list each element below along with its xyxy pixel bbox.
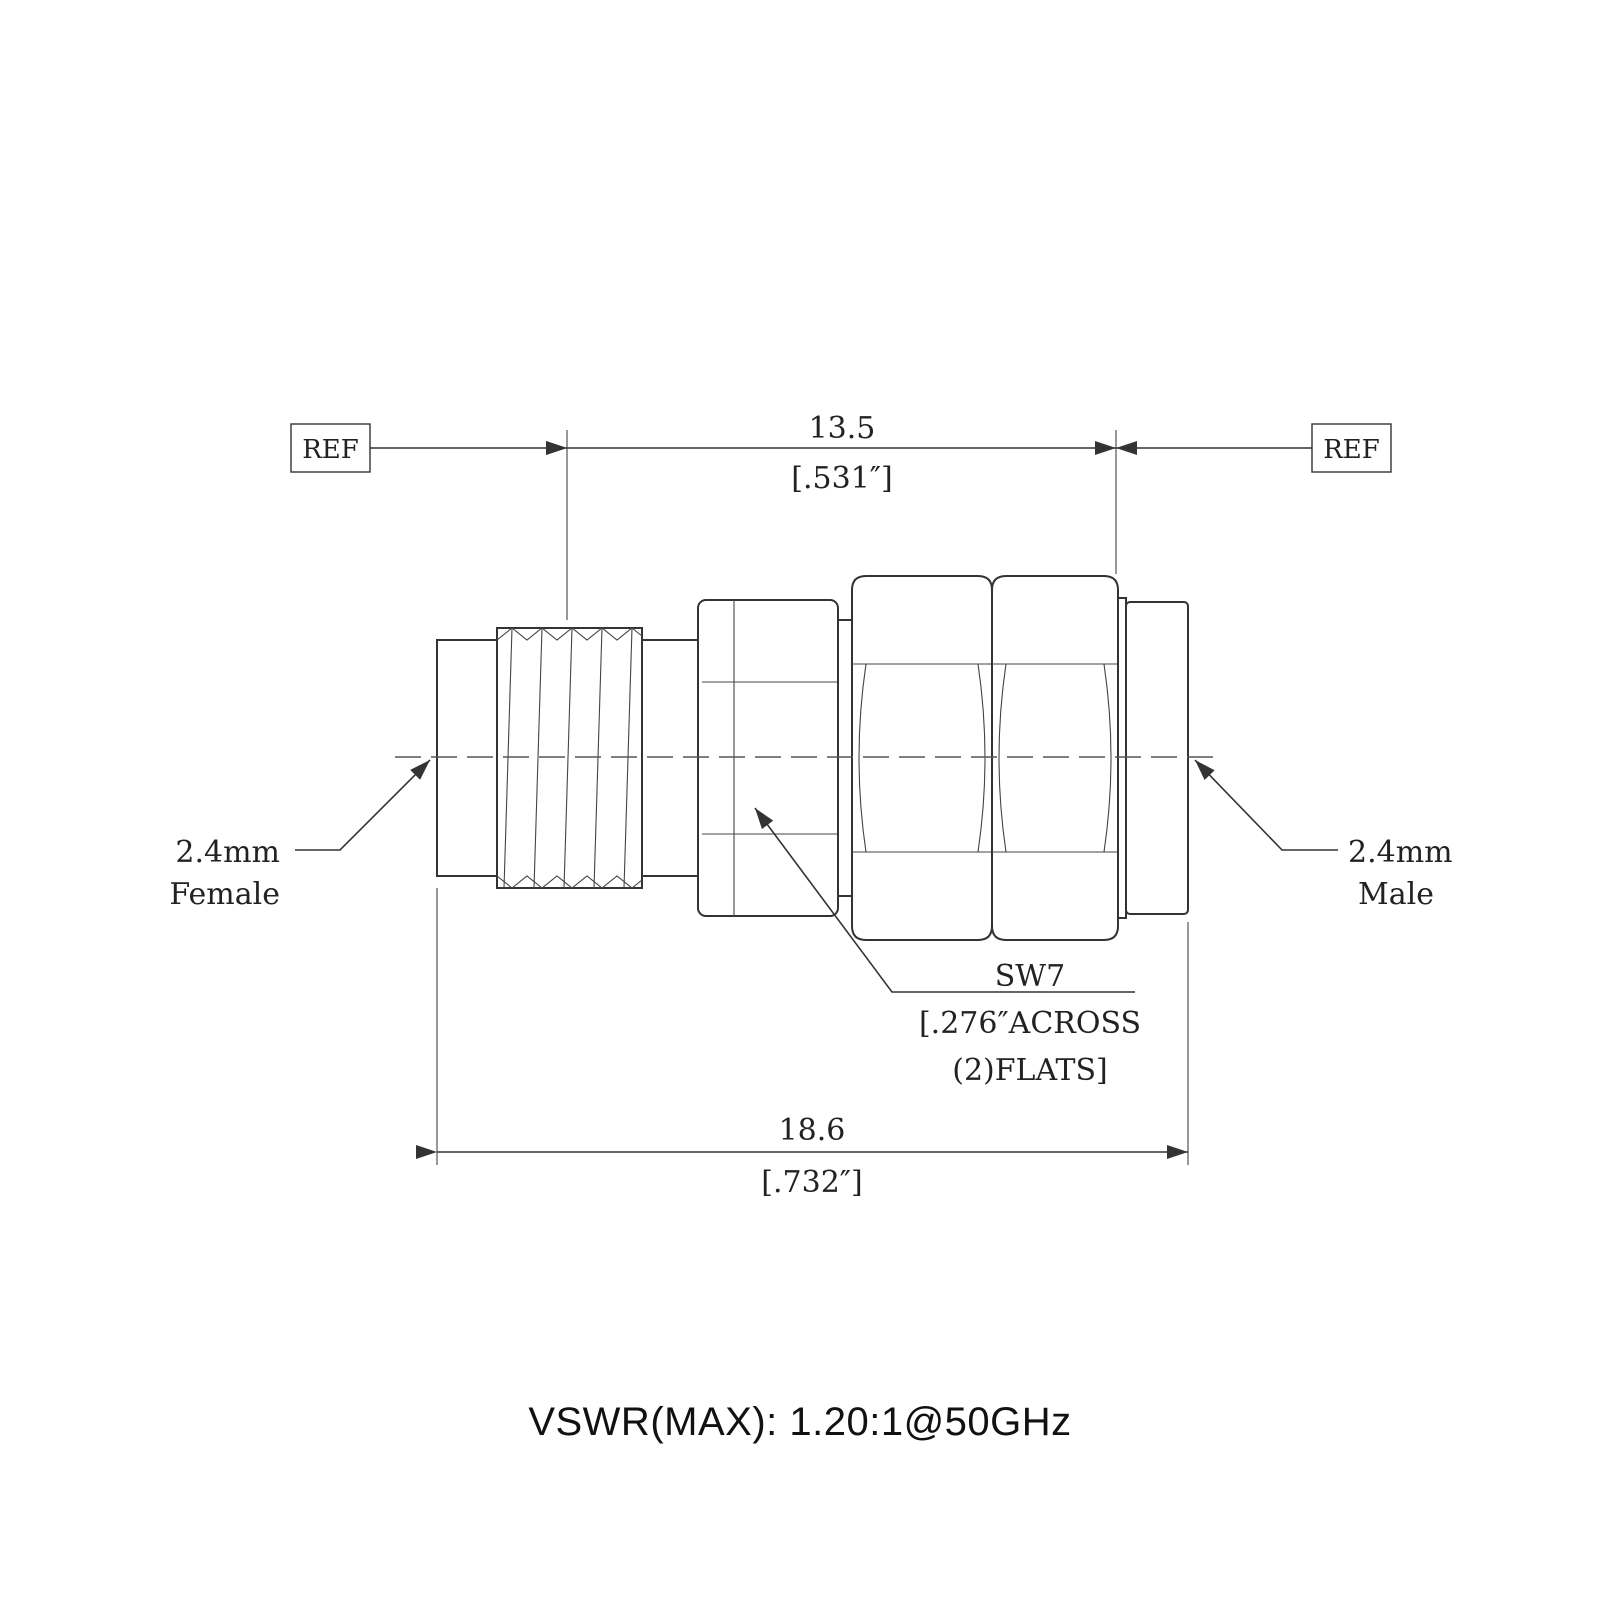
male-callout: 2.4mm Male xyxy=(1194,759,1453,912)
male-size-label: 2.4mm xyxy=(1348,835,1453,870)
ref-label-left: REF xyxy=(302,435,359,465)
male-gender-label: Male xyxy=(1358,877,1434,912)
ref-dimension-metric: 13.5 xyxy=(809,411,876,446)
overall-dimension-metric: 18.6 xyxy=(779,1113,846,1148)
wrench-callout: SW7 [.276″ACROSS (2)FLATS] xyxy=(754,807,1141,1088)
ref-dimension-imperial: [.531″] xyxy=(791,461,892,496)
wrench-flats-label: (2)FLATS] xyxy=(952,1053,1108,1088)
female-callout: 2.4mm Female xyxy=(169,759,431,912)
wrench-across-label: [.276″ACROSS xyxy=(919,1006,1141,1041)
ref-box-right: REF xyxy=(1311,423,1392,473)
connector-body xyxy=(436,575,1189,941)
vswr-spec: VSWR(MAX): 1.20:1@50GHz xyxy=(528,1400,1072,1444)
female-gender-label: Female xyxy=(169,877,280,912)
wrench-size-label: SW7 xyxy=(995,959,1065,994)
ref-dimension: 13.5 [.531″] xyxy=(370,411,1312,496)
ref-box-left: REF xyxy=(290,423,371,473)
overall-dimension-imperial: [.732″] xyxy=(761,1165,862,1200)
overall-dimension: 18.6 [.732″] xyxy=(416,1113,1188,1200)
ref-label-right: REF xyxy=(1323,435,1380,465)
female-size-label: 2.4mm xyxy=(175,835,280,870)
